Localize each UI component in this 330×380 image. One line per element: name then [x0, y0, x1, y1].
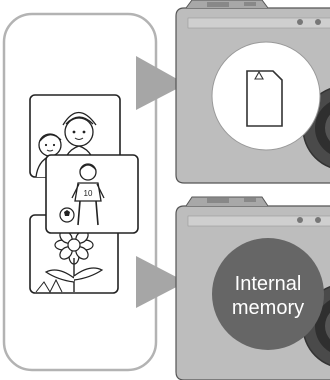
- internal-memory-label-line2: memory: [232, 297, 304, 319]
- soccer-player-photo-icon: 10: [45, 154, 139, 234]
- internal-memory-badge: [212, 238, 324, 350]
- internal-memory-label-line1: Internal: [235, 273, 302, 295]
- memory-card-icon: [246, 70, 283, 127]
- camera-memory-card: [175, 0, 330, 184]
- flower-photo-icon: [29, 214, 119, 294]
- camera-internal-memory: Internal memory: [175, 196, 330, 380]
- arrow-to-internal-memory: [136, 256, 186, 308]
- svg-text:10: 10: [84, 189, 93, 198]
- arrow-to-memory-card: [136, 56, 186, 110]
